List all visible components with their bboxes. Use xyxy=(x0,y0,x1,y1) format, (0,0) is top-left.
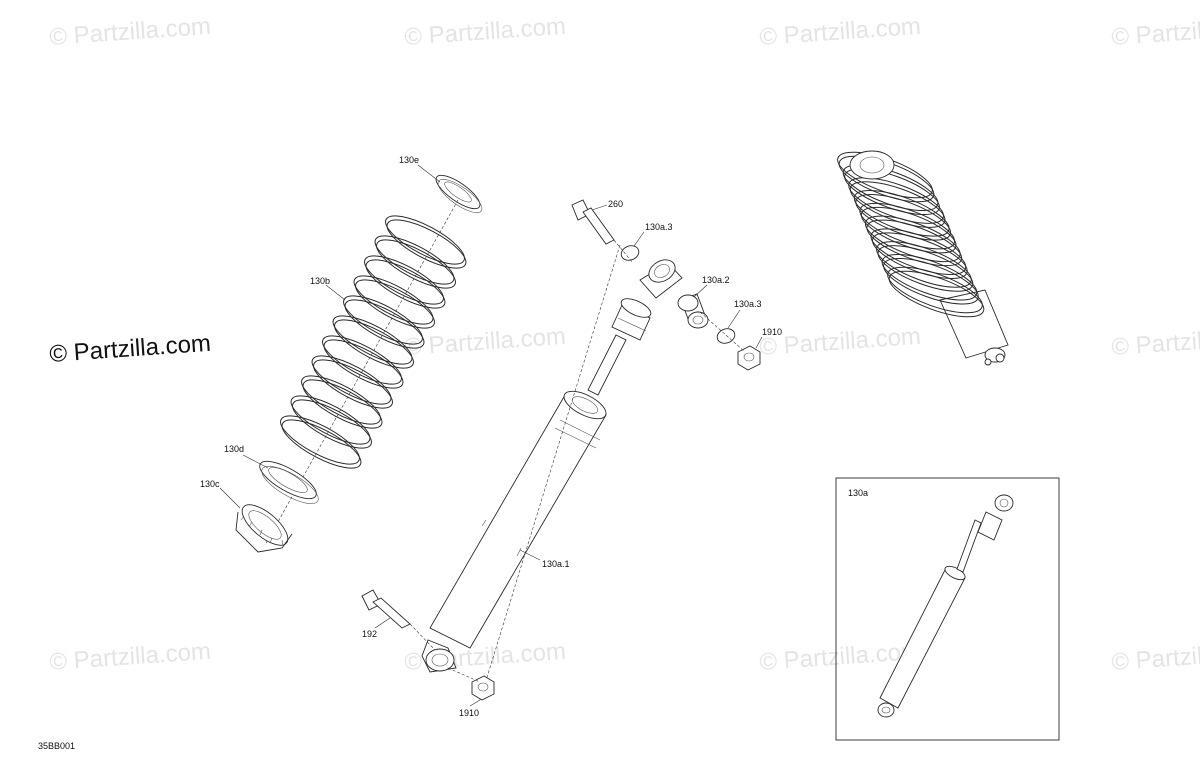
spring-coil-turn xyxy=(355,279,435,329)
bolt-260 xyxy=(571,199,633,263)
spring-coil-turn xyxy=(881,253,978,301)
watermark-main: © Partzilla.com xyxy=(49,330,212,368)
spring-coil-turn xyxy=(322,335,402,385)
spring-coil-turn xyxy=(859,202,956,250)
callout-130d: 130d xyxy=(224,444,244,454)
callout-192: 192 xyxy=(362,629,377,639)
callout-130a3-right: 130a.3 xyxy=(734,299,762,309)
spring-coil-turn xyxy=(860,206,957,254)
spring-coil-turn xyxy=(374,235,455,285)
assembled-shock-view xyxy=(837,150,1009,366)
watermark: © Partzilla.com xyxy=(404,323,567,361)
spring-coil-turn xyxy=(876,241,972,288)
spring-coil-turn xyxy=(376,239,456,289)
callout-130a2: 130a.2 xyxy=(702,275,730,285)
spring-coil-turn xyxy=(292,399,372,449)
spring-coil-turn xyxy=(323,339,404,389)
watermark: © Partzilla.com xyxy=(759,323,922,361)
spring-coil-turn xyxy=(848,177,944,224)
spring-coil-turn xyxy=(853,190,950,237)
watermark: © Partzilla.com xyxy=(49,13,212,51)
spring-coil-turn xyxy=(280,415,360,465)
spring-coil-turn xyxy=(313,359,393,409)
callout-130a3-top: 130a.3 xyxy=(645,222,673,232)
assembled-spring-coils xyxy=(837,151,985,318)
watermark: © Partzilla.com xyxy=(759,13,922,51)
spring-coil-turn xyxy=(332,315,413,365)
spring-coil-turn xyxy=(385,215,465,265)
spring-coil-turn xyxy=(864,215,961,263)
spring-coil-turn xyxy=(281,419,362,469)
callout-260: 260 xyxy=(608,199,623,209)
spring-coil-turn xyxy=(855,194,951,241)
bushing-130a2 xyxy=(677,293,709,329)
circlip-130a3-top xyxy=(620,245,640,261)
coil-spring-130b xyxy=(280,215,467,469)
callout-130a: 130a xyxy=(848,488,868,498)
callout-130b: 130b xyxy=(310,276,330,286)
spring-coil-turn xyxy=(334,319,414,369)
adjuster-collar-130c xyxy=(235,504,293,553)
bolt-192 xyxy=(361,589,436,651)
spring-coil-turn xyxy=(870,228,967,275)
watermark: © Partzilla.com xyxy=(1111,638,1200,676)
callout-130a1: 130a.1 xyxy=(542,559,570,569)
spring-coil-turn xyxy=(866,219,963,267)
watermark: © Partzilla.com xyxy=(1111,13,1200,51)
spring-assembly xyxy=(235,174,483,553)
spring-coil-turn xyxy=(386,219,467,269)
leader-lines xyxy=(219,164,763,707)
spring-coil-turn xyxy=(842,164,939,212)
spring-coil-turn xyxy=(344,299,425,349)
watermark: © Partzilla.com xyxy=(404,13,567,51)
watermark: © Partzilla.com xyxy=(1111,323,1200,361)
spring-coil-turn xyxy=(301,375,381,425)
assembled-top-eye xyxy=(859,156,885,174)
spring-seat-130e xyxy=(435,174,483,213)
spring-coil-turn xyxy=(883,257,979,305)
spring-coil-turn xyxy=(364,255,444,305)
watermark: © Partzilla.com xyxy=(49,638,212,676)
spring-coil-turn xyxy=(311,355,392,405)
spring-coil-turn xyxy=(844,168,940,216)
callout-1910-right: 1910 xyxy=(762,327,782,337)
callout-130e: 130e xyxy=(399,155,419,165)
inset-box-130a xyxy=(835,477,1060,741)
nut-1910-bottom xyxy=(471,675,495,701)
drawing-code: 35BB001 xyxy=(38,741,75,751)
spring-coil-turn xyxy=(887,266,983,314)
spring-coil-turn xyxy=(872,232,968,279)
circlip-130a3-right xyxy=(716,328,736,344)
spring-coil-turn xyxy=(353,275,434,325)
spring-coil-turn xyxy=(849,181,946,228)
spring-coil-turn xyxy=(302,379,383,429)
shock-absorber-130a1 xyxy=(421,244,683,701)
spring-coil-turn xyxy=(290,395,371,445)
spring-coil-turn xyxy=(877,245,974,292)
callout-1910-bottom: 1910 xyxy=(459,708,479,718)
spring-coil-turn xyxy=(888,270,985,318)
spring-coil-turn xyxy=(365,259,446,309)
nut-1910-right xyxy=(737,345,761,371)
assembled-top-mount xyxy=(849,150,895,180)
callout-130c: 130c xyxy=(200,479,220,489)
